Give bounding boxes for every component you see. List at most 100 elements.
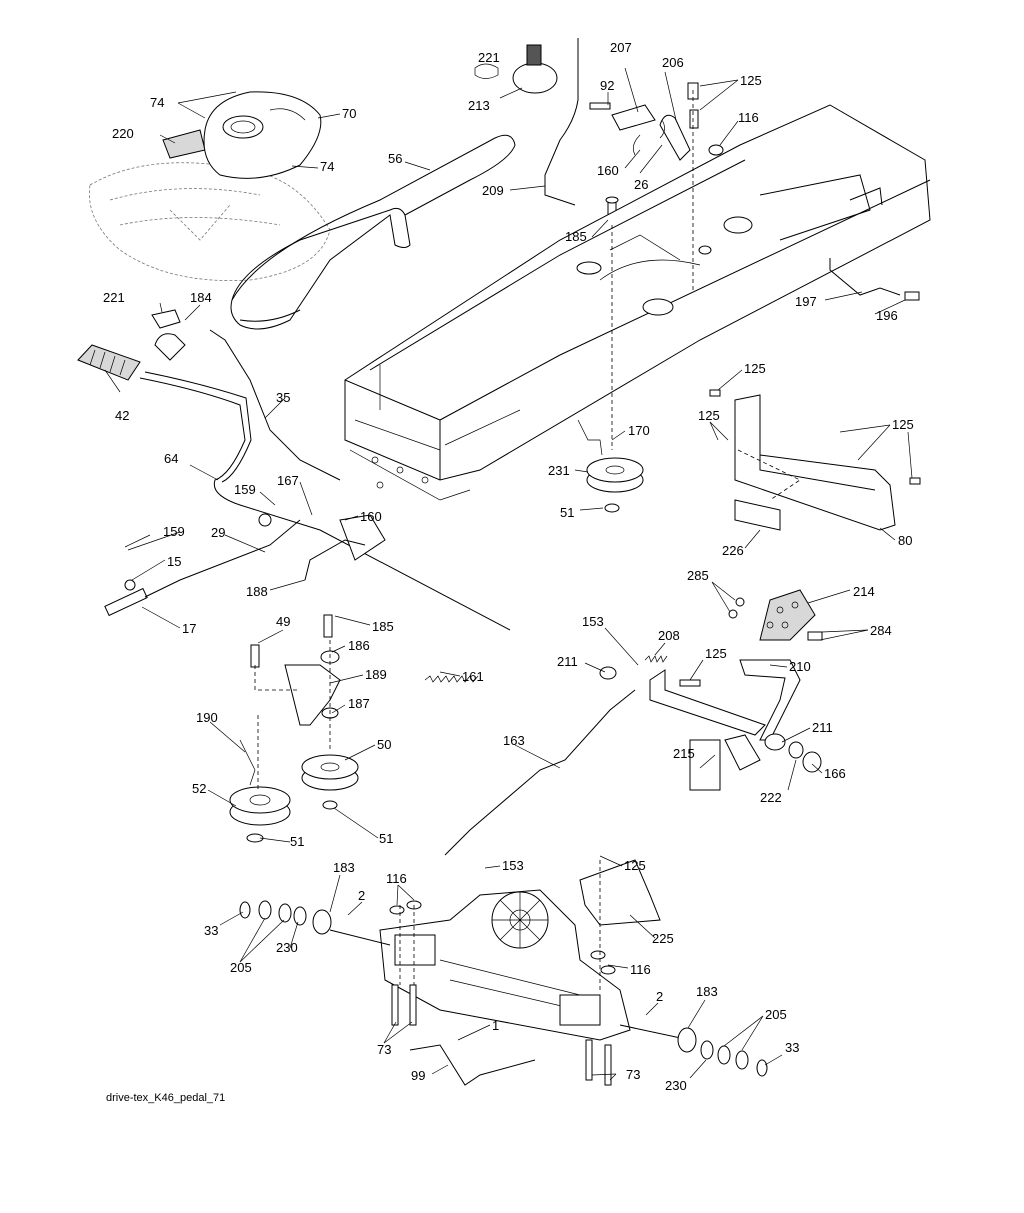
label-209: 209 [482, 183, 504, 198]
rod-99 [409, 1044, 536, 1086]
label-211-left: 211 [557, 654, 578, 669]
label-190: 190 [196, 710, 218, 725]
label-159-b: 159 [163, 524, 185, 539]
transaxle-1 [329, 889, 691, 1041]
drive-belt-56 [230, 134, 516, 330]
label-197: 197 [795, 294, 817, 309]
shift-lever-209 [544, 38, 579, 206]
grip-42 [77, 344, 141, 381]
label-15: 15 [167, 554, 181, 569]
label-221-top: 221 [478, 50, 500, 65]
label-70: 70 [342, 106, 356, 121]
label-56: 56 [388, 151, 402, 166]
label-92: 92 [600, 78, 614, 93]
label-80: 80 [898, 533, 912, 548]
rod-197 [829, 258, 901, 296]
label-153-top: 153 [582, 614, 604, 629]
label-221-left: 221 [103, 290, 125, 305]
shift-knob-213 [512, 44, 558, 94]
left-axle-washers [239, 900, 332, 935]
label-125-top: 125 [740, 73, 762, 88]
label-33-left: 33 [204, 923, 218, 938]
label-49: 49 [276, 614, 290, 629]
label-230-right: 230 [665, 1078, 687, 1093]
label-125-shield: 125 [624, 858, 646, 873]
shield-225 [579, 859, 661, 926]
label-205-right: 205 [765, 1007, 787, 1022]
label-160-top: 160 [597, 163, 619, 178]
label-52: 52 [192, 781, 206, 796]
label-125-bracket: 125 [744, 361, 766, 376]
label-196: 196 [876, 308, 898, 323]
label-2-right: 2 [656, 989, 663, 1004]
label-167: 167 [277, 473, 299, 488]
label-226: 226 [722, 543, 744, 558]
label-161: 161 [462, 669, 484, 684]
top-hardware [474, 63, 724, 225]
label-51-a: 51 [560, 505, 574, 520]
label-183-left: 183 [333, 860, 355, 875]
rod-163 [444, 689, 636, 856]
pedal-bracket-210 [599, 659, 822, 791]
label-210: 210 [789, 659, 811, 674]
label-284: 284 [870, 623, 892, 638]
label-230-left: 230 [276, 940, 298, 955]
main-frame [344, 104, 931, 501]
label-2-left: 2 [358, 888, 365, 903]
label-99: 99 [411, 1068, 425, 1083]
spring-208 [644, 655, 668, 663]
label-183-right: 183 [696, 984, 718, 999]
label-220: 220 [112, 126, 134, 141]
label-222: 222 [760, 790, 782, 805]
label-42: 42 [115, 408, 129, 423]
label-74-right: 74 [320, 159, 334, 174]
bracket-80 [709, 389, 921, 531]
rod-35 [209, 329, 341, 481]
label-1: 1 [492, 1018, 499, 1033]
alignment-lines [254, 90, 801, 990]
right-axle-washers [677, 1027, 768, 1077]
label-73-left: 73 [377, 1042, 391, 1057]
label-186: 186 [348, 638, 370, 653]
label-116-right: 116 [630, 962, 651, 977]
label-185-top: 185 [565, 229, 587, 244]
label-208: 208 [658, 628, 680, 643]
leader-lines [104, 67, 913, 1081]
label-35: 35 [276, 390, 290, 405]
label-29: 29 [211, 525, 225, 540]
label-189: 189 [365, 667, 387, 682]
label-225: 225 [652, 931, 674, 946]
label-50: 50 [377, 737, 391, 752]
label-207: 207 [610, 40, 632, 55]
label-153-bottom: 153 [502, 858, 524, 873]
idler-bracket-189 [250, 614, 341, 726]
transaxle-bolts [389, 900, 616, 1086]
label-184: 184 [190, 290, 212, 305]
label-125-mid: 125 [698, 408, 720, 423]
label-125-right: 125 [892, 417, 914, 432]
label-33-right: 33 [785, 1040, 799, 1055]
bolt-196 [904, 291, 920, 301]
label-187: 187 [348, 696, 370, 711]
label-215: 215 [673, 746, 695, 761]
label-26: 26 [634, 177, 648, 192]
label-166: 166 [824, 766, 846, 781]
rod-64 [139, 377, 511, 631]
label-159-a: 159 [234, 482, 256, 497]
seat-outline [88, 162, 331, 281]
label-213: 213 [468, 98, 490, 113]
pulley-231 [577, 419, 644, 513]
label-125-pedal: 125 [705, 646, 727, 661]
pulley-52 [229, 739, 291, 843]
label-214: 214 [853, 584, 875, 599]
pedal-pad-220 [162, 129, 206, 159]
label-285: 285 [687, 568, 709, 583]
label-185-mid: 185 [372, 619, 394, 634]
label-206: 206 [662, 55, 684, 70]
label-51-b: 51 [379, 831, 393, 846]
label-160-mid: 160 [360, 509, 382, 524]
label-205-left: 205 [230, 960, 252, 975]
label-170: 170 [628, 423, 650, 438]
label-116-left: 116 [386, 871, 407, 886]
